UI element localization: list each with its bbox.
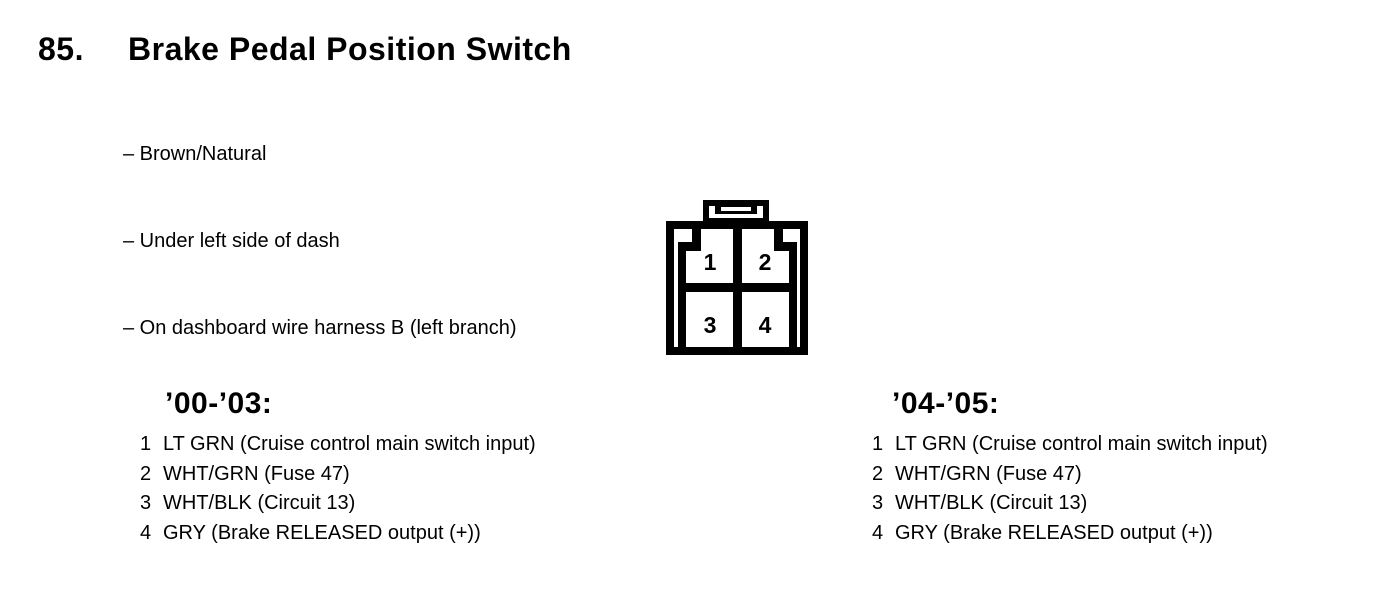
location-notes: – Brown/Natural – Under left side of das… (123, 82, 517, 401)
cavity-number-4: 4 (759, 312, 772, 338)
pin-number: 1 (872, 433, 884, 455)
pin-row: 4 GRY (Brake RELEASED output (+)) (872, 519, 1268, 549)
pin-description: LT GRN (Cruise control main switch input… (895, 433, 1268, 455)
pin-row: 1 LT GRN (Cruise control main switch inp… (872, 430, 1268, 460)
latch-slot (721, 207, 751, 211)
connector-drawing: 1 2 3 4 (666, 200, 808, 355)
pinout-heading-04-05: ’04-’05: (892, 387, 1000, 420)
page-title: Brake Pedal Position Switch (128, 31, 572, 67)
pin-number: 1 (140, 433, 152, 455)
connector-diagram: 1 2 3 4 (660, 195, 815, 360)
pin-row: 4 GRY (Brake RELEASED output (+)) (140, 519, 536, 549)
pin-number: 2 (140, 462, 152, 485)
pinout-column-00-03: ’00-’03: 1 LT GRN (Cruise control main s… (140, 389, 536, 549)
cavity-number-3: 3 (704, 312, 717, 338)
note-line: – On dashboard wire harness B (left bran… (123, 317, 517, 339)
pin-description: WHT/BLK (Circuit 13) (895, 492, 1088, 515)
inner-wall-left (678, 242, 686, 347)
key-step-left (678, 242, 701, 251)
section-number: 85. (38, 31, 84, 67)
pin-description: WHT/BLK (Circuit 13) (163, 492, 356, 515)
pin-number: 4 (872, 522, 884, 545)
pinout-column-04-05: ’04-’05: 1 LT GRN (Cruise control main s… (872, 389, 1268, 549)
cavity-number-2: 2 (759, 249, 772, 275)
pin-number: 3 (140, 492, 152, 515)
pin-number: 4 (140, 522, 152, 545)
pin-description: LT GRN (Cruise control main switch input… (163, 433, 536, 455)
cavity-divider-horizontal (678, 283, 797, 292)
pin-description: GRY (Brake RELEASED output (+)) (895, 522, 1213, 545)
pin-description: WHT/GRN (Fuse 47) (895, 462, 1082, 485)
key-notch-left (692, 229, 701, 251)
key-step-right (774, 242, 797, 251)
note-line: – Brown/Natural (123, 143, 267, 165)
pin-row: 2 WHT/GRN (Fuse 47) (872, 460, 1268, 490)
note-line: – Under left side of dash (123, 230, 340, 252)
cavity-number-1: 1 (704, 249, 717, 275)
pinout-heading-00-03: ’00-’03: (165, 387, 273, 420)
pin-number: 3 (872, 492, 884, 515)
inner-wall-right (789, 242, 797, 347)
pin-row: 3 WHT/BLK (Circuit 13) (140, 489, 536, 519)
pin-description: WHT/GRN (Fuse 47) (163, 462, 350, 485)
pin-number: 2 (872, 462, 884, 485)
key-notch-right (774, 229, 783, 251)
pin-row: 1 LT GRN (Cruise control main switch inp… (140, 430, 536, 460)
pin-description: GRY (Brake RELEASED output (+)) (163, 522, 481, 545)
pin-row: 3 WHT/BLK (Circuit 13) (872, 489, 1268, 519)
pin-row: 2 WHT/GRN (Fuse 47) (140, 460, 536, 490)
page-header: 85. Brake Pedal Position Switch (38, 33, 572, 65)
